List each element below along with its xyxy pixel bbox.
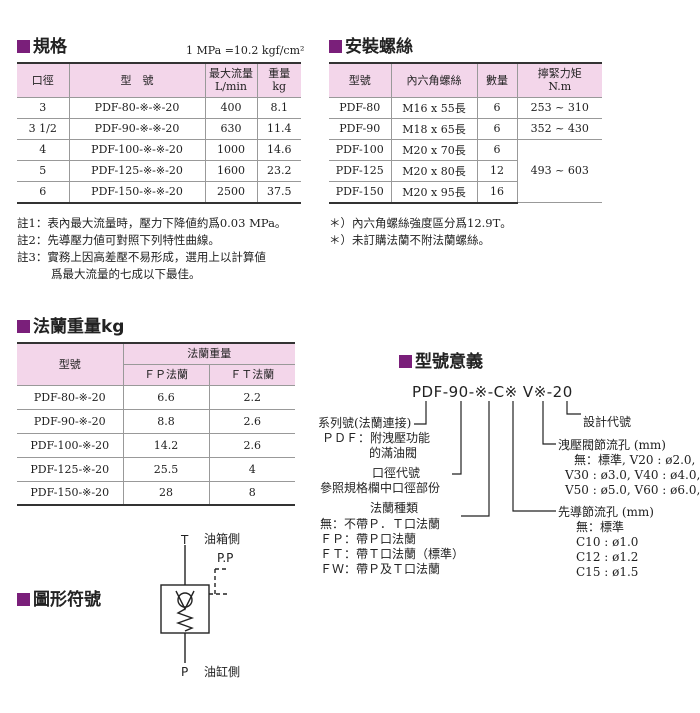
check-valve-symbol-icon	[160, 545, 228, 663]
bolts-note-1: ＊）內六角螺絲強度區分爲12.9T。	[329, 216, 512, 230]
relief-item-3: V50 : ø5.0, V60 : ø6.0,	[565, 483, 700, 497]
relief-item-2: V30 : ø3.0, V40 : ø4.0,	[565, 468, 700, 482]
model-title: 型號意義	[399, 352, 483, 372]
relief-item-1: 無：標準, V20 : ø2.0,	[574, 453, 696, 467]
spec-note-3: 註3：實務上因高差壓不易形成，選用上以計算値	[17, 250, 266, 264]
bore-desc: 參照規格欄中口徑部份	[320, 481, 441, 495]
flange-type-4: ＦＷ：帶Ｐ及Ｔ口法蘭	[320, 562, 441, 576]
tank-side-label: 油箱側	[204, 532, 241, 546]
p-port-label: P	[181, 665, 189, 679]
spec-note-1: 註1：表內最大流量時，壓力下降値約爲0.03 MPa。	[17, 216, 287, 230]
bolts-note-2: ＊）未訂購法蘭不附法蘭螺絲。	[329, 233, 490, 247]
section-marker-icon	[399, 355, 412, 368]
flange-col-fp: ＦＰ法蘭	[123, 363, 210, 386]
section-marker-icon	[329, 40, 342, 53]
pilot-label: 先導節流孔 (mm)	[558, 505, 654, 519]
bolts-col-qty: 數量	[476, 62, 518, 98]
flange-subheader-row: ＦＰ法蘭 ＦＴ法蘭	[17, 363, 295, 386]
flange-type-3: ＦＴ：帶Ｔ口法蘭（標準）	[320, 547, 465, 561]
flange-col-model: 型號	[17, 342, 124, 386]
unit-note: 1 MPa =10.2 kgf/cm²	[186, 44, 305, 57]
pilot-item-3: C12 : ø1.2	[576, 550, 639, 564]
section-marker-icon	[17, 40, 30, 53]
series-desc-2: 的滿油閥	[369, 446, 418, 460]
series-desc-1: ＰＤＦ：附洩壓功能	[322, 431, 431, 445]
flange-col-weight: 法蘭重量	[122, 342, 295, 365]
symbol-title: 圖形符號	[17, 590, 101, 610]
pilot-item-1: 無：標準	[576, 520, 625, 534]
pp-port-label: P.P	[217, 551, 234, 565]
section-marker-icon	[17, 593, 30, 606]
design-code-label: 設計代號	[583, 415, 632, 429]
flange-header-row: 型號 法蘭重量	[17, 342, 295, 386]
flange-col-ft: ＦＴ法蘭	[208, 363, 295, 386]
t-port-label: T	[181, 533, 189, 547]
spec-col-bore: 口徑	[17, 62, 70, 98]
model-code: PDF-90-※-C※ V※-20	[412, 383, 573, 401]
pilot-item-2: C10 : ø1.0	[576, 535, 639, 549]
section-marker-icon	[17, 320, 30, 333]
spec-note-3-cont: 爲最大流量的七成以下最佳。	[51, 267, 201, 281]
flange-title: 法蘭重量kg	[17, 317, 124, 337]
bolts-col-screw: 內六角螺絲	[390, 62, 478, 98]
flange-type-label: 法蘭種類	[370, 501, 419, 515]
spec-note-2: 註2：先導壓力値可對照下列特性曲線。	[17, 233, 220, 247]
series-label: 系列號(法蘭連接)	[318, 416, 412, 430]
flange-type-1: 無：不帶Ｐ．Ｔ口法蘭	[320, 517, 441, 531]
cylinder-side-label: 油缸側	[204, 665, 241, 679]
pilot-item-4: C15 : ø1.5	[576, 565, 639, 579]
spec-title: 規格	[17, 37, 67, 57]
relief-label: 洩壓閥節流孔 (mm)	[558, 438, 666, 452]
bolts-title: 安裝螺絲	[329, 37, 413, 57]
bore-label: 口徑代號	[372, 466, 421, 480]
flange-type-2: ＦＰ：帶Ｐ口法蘭	[320, 532, 417, 546]
